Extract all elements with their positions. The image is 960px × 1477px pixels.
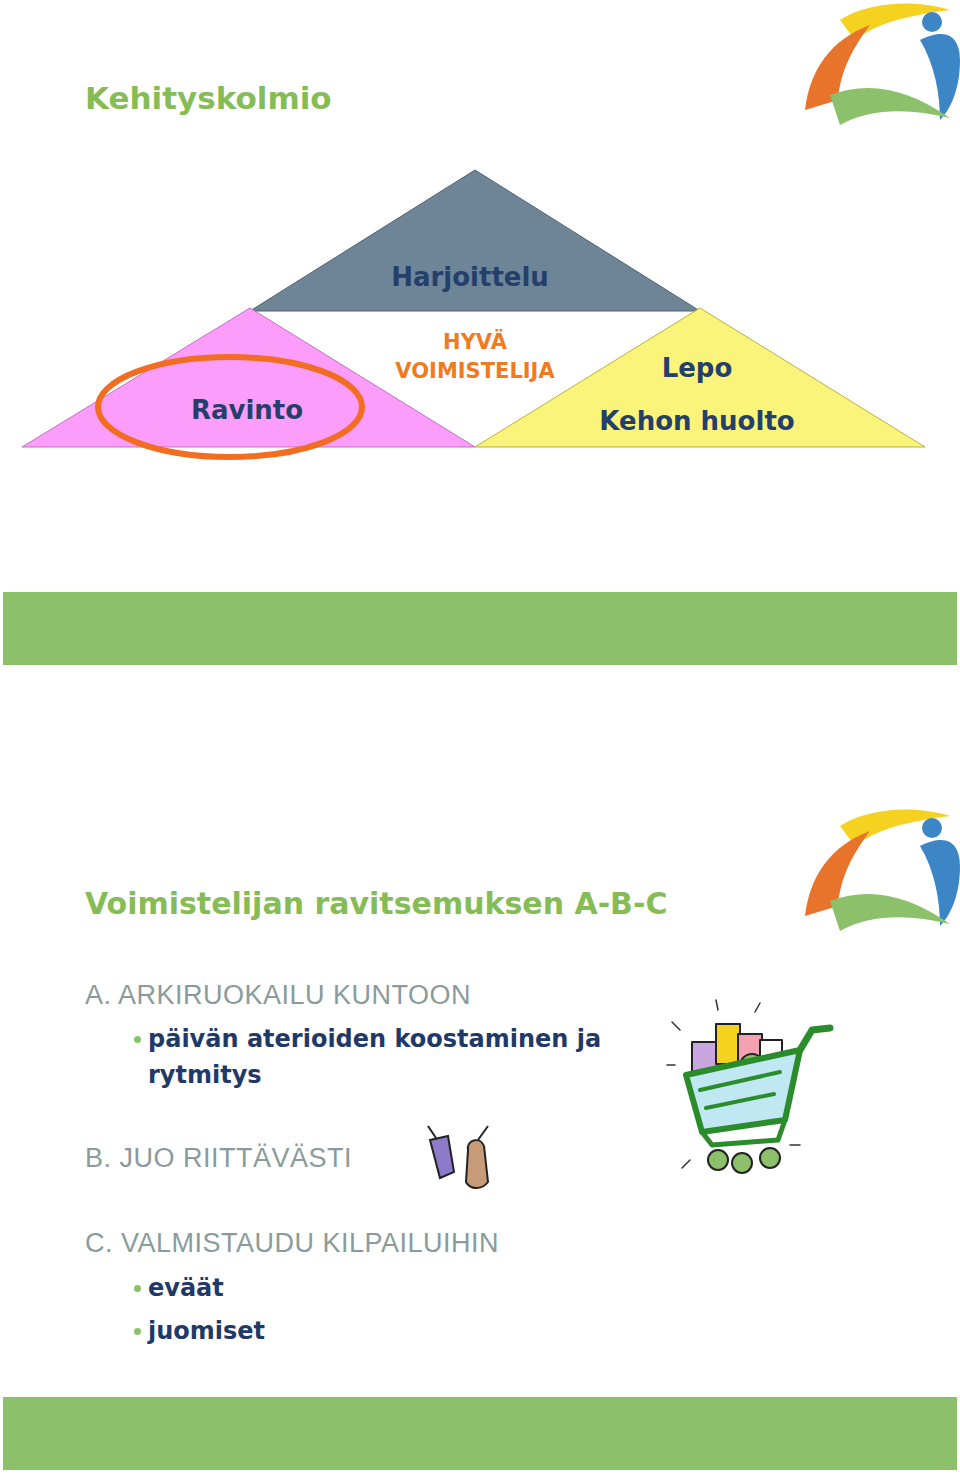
section-heading: C. VALMISTAUDU KILPAILUIHIN [85, 1228, 499, 1259]
highlight-ellipse [0, 0, 960, 500]
triangle-segment: Harjoittelu [250, 170, 700, 311]
bullet-item: päivän aterioiden koostaminen ja rytmity… [148, 1021, 608, 1093]
drink-icons [428, 1126, 488, 1188]
shopping-cart-icon [667, 1000, 830, 1173]
slide-title: Voimistelijan ravitsemuksen A-B-C [85, 886, 667, 921]
logo [805, 809, 960, 931]
logo [805, 3, 960, 125]
segment-label: Ravinto [191, 395, 303, 425]
bullet-item: eväät [148, 1270, 224, 1306]
green-bar [3, 592, 957, 665]
bullet-dot [134, 1328, 141, 1335]
section-heading: A. ARKIRUOKAILU KUNTOON [85, 980, 471, 1011]
segment-label: Harjoittelu [391, 262, 549, 292]
bullet-dot [134, 1036, 141, 1043]
bullet-dot [134, 1285, 141, 1292]
segment-label: Lepo [662, 353, 733, 383]
center-label: HYVÄ VOIMISTELIJA [360, 328, 590, 386]
green-bar [3, 1397, 957, 1470]
bullet-item: juomiset [148, 1313, 265, 1349]
segment-label: Kehon huolto [599, 406, 794, 436]
section-heading: B. JUO RIITTÄVÄSTI [85, 1143, 352, 1174]
slide-title: Kehityskolmio [85, 80, 332, 116]
